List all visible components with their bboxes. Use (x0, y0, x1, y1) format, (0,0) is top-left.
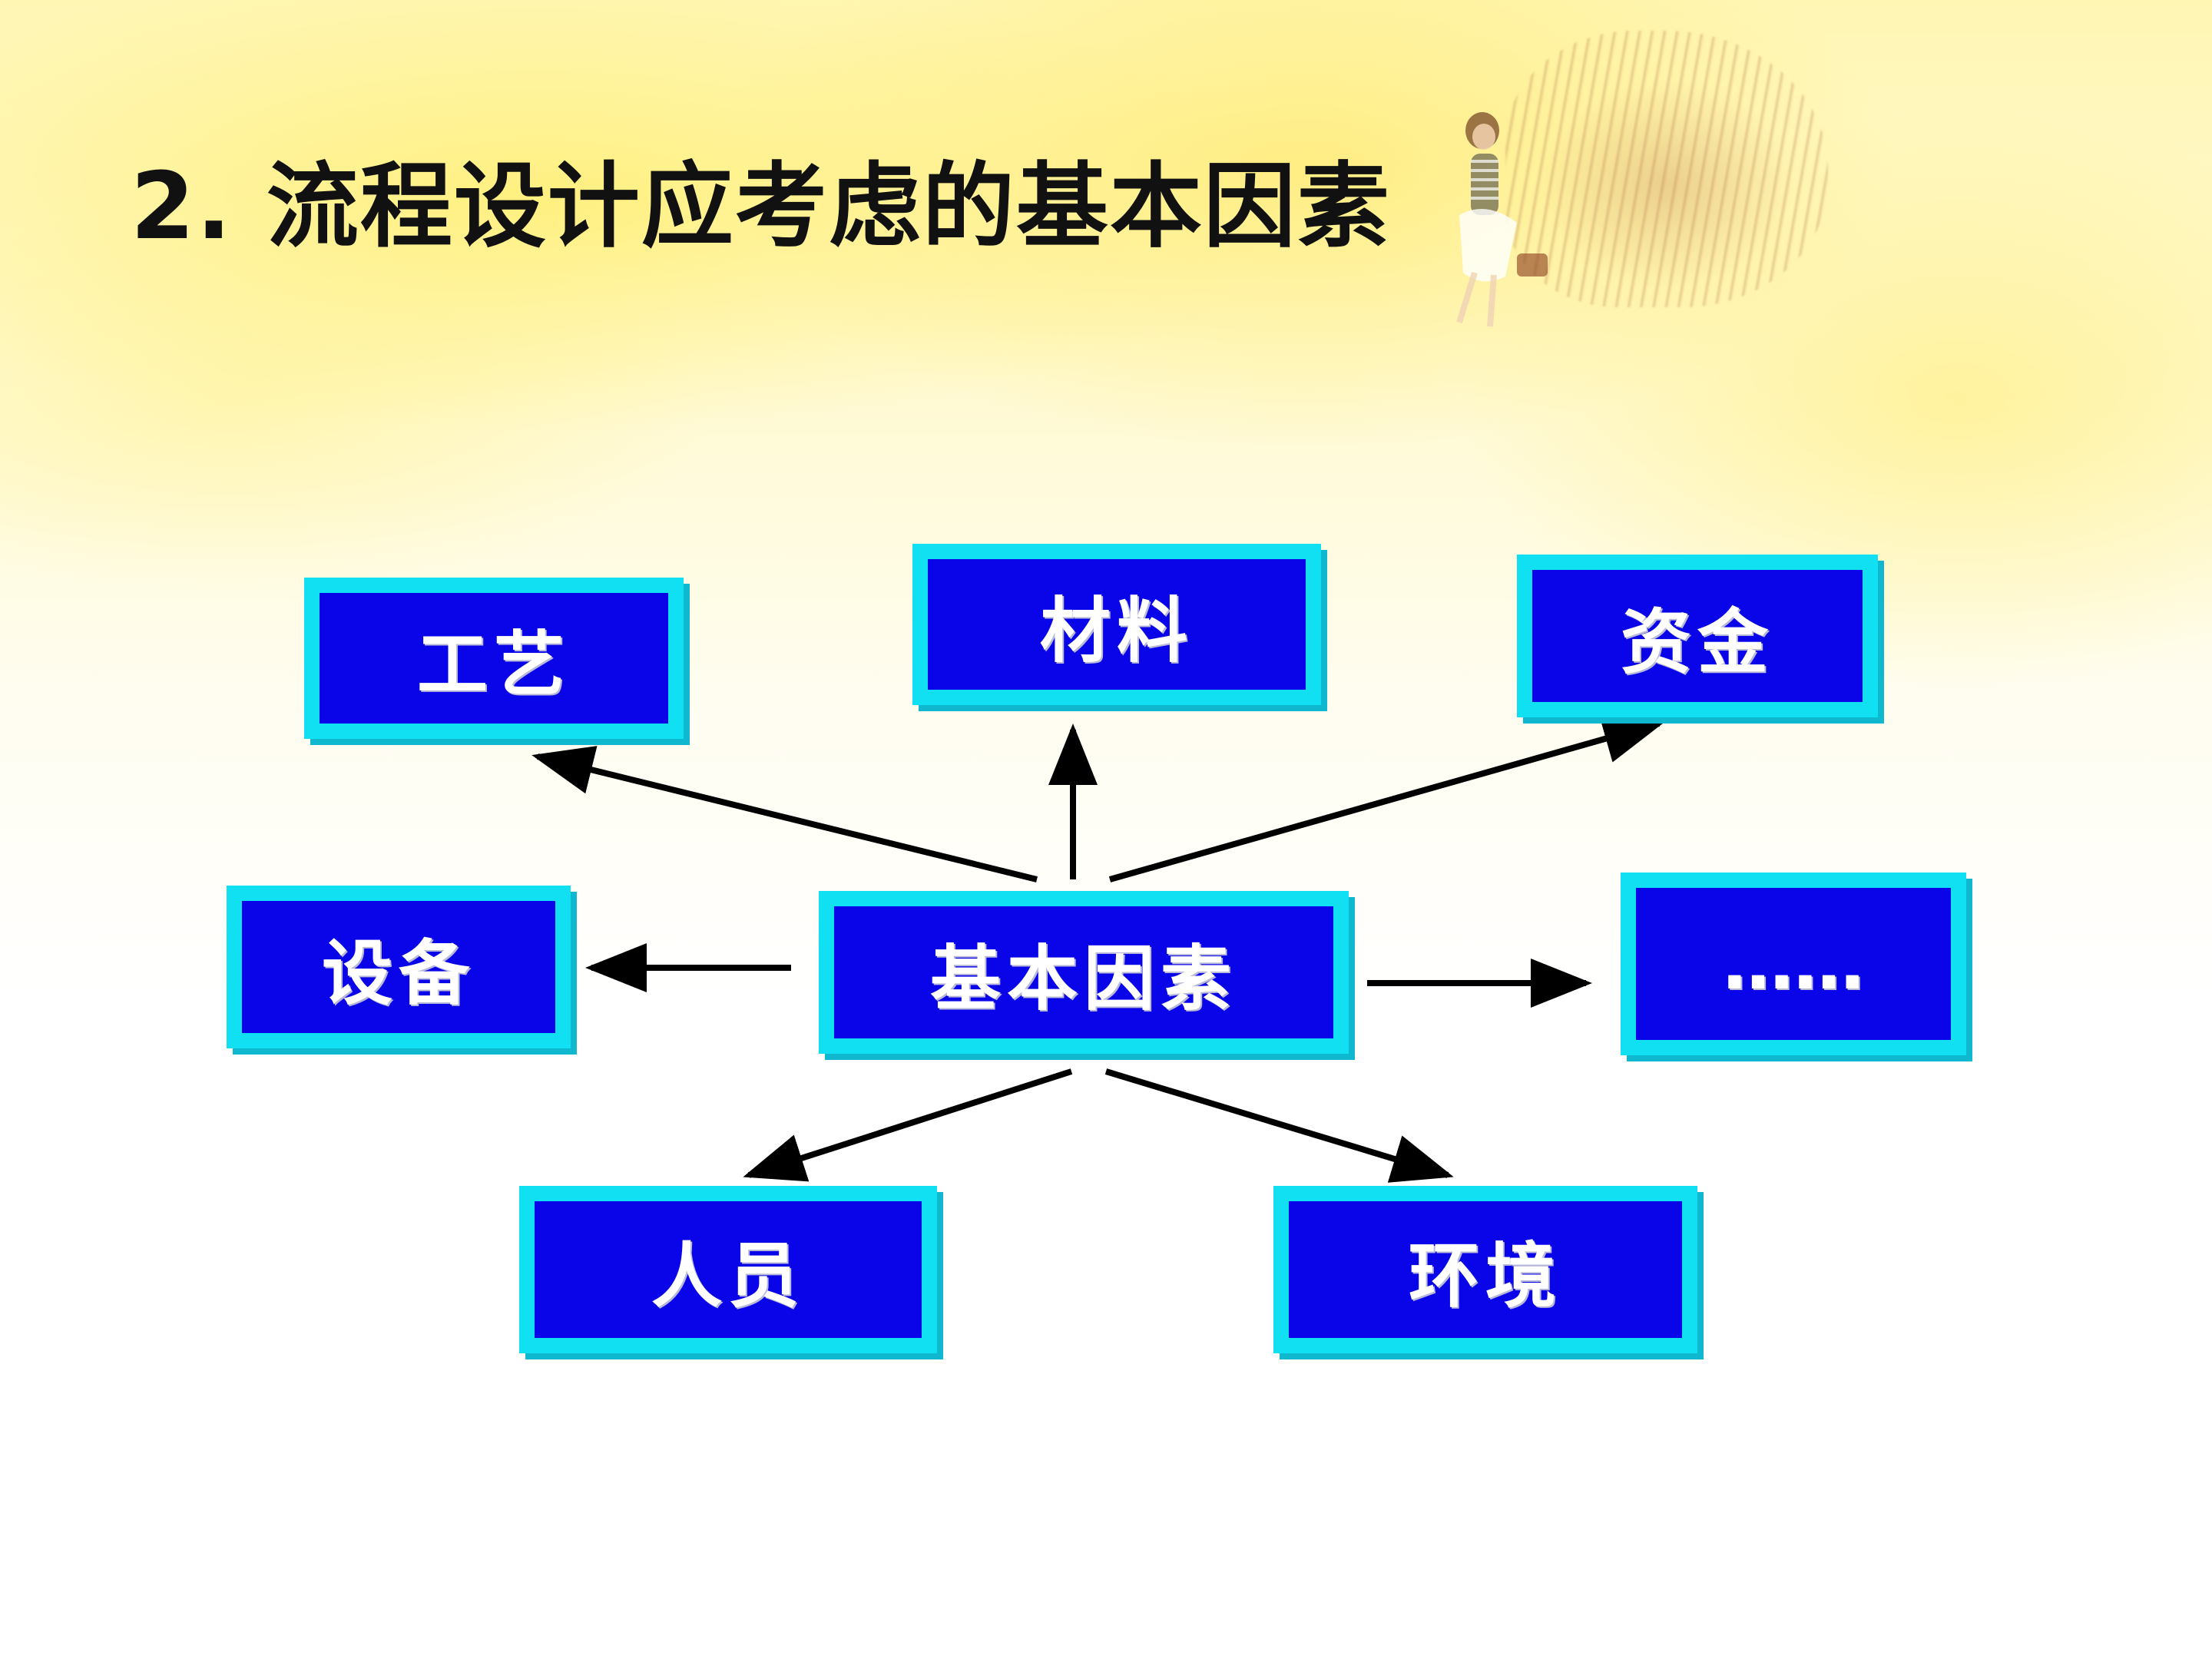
background-reeds (1505, 31, 1828, 307)
factor-box-zijin: 资金 (1517, 555, 1878, 717)
factor-label-zijin: 资金 (1620, 600, 1774, 684)
factor-box-gongyi: 工艺 (304, 578, 684, 739)
factor-box-shebei: 设备 (227, 886, 571, 1048)
factor-label-renyuan: 人员 (651, 1233, 805, 1317)
background-girl-illustration (1456, 112, 1548, 327)
arrow-to-zijin (1108, 714, 1665, 882)
factor-box-renyuan: 人员 (519, 1186, 937, 1353)
factor-label-more: …… (1723, 922, 1864, 1005)
factor-box-more: …… (1621, 873, 1966, 1055)
factor-label-huanjing: 环境 (1408, 1233, 1562, 1317)
arrow-to-huanjing (1104, 1068, 1454, 1183)
factor-box-huanjing: 环境 (1273, 1186, 1697, 1353)
center-label: 基本因素 (929, 936, 1237, 1020)
factor-box-cailiao: 材料 (912, 544, 1321, 705)
factor-label-gongyi: 工艺 (416, 622, 571, 706)
factor-label-shebei: 设备 (321, 931, 475, 1015)
slide-title: 2. 流程设计应考虑的基本因素 (131, 154, 1391, 260)
arrow-to-gongyi (531, 746, 1038, 882)
arrow-to-renyuan (743, 1068, 1073, 1182)
center-box-jiben-yinsu: 基本因素 (819, 891, 1349, 1054)
factor-label-cailiao: 材料 (1039, 588, 1194, 672)
